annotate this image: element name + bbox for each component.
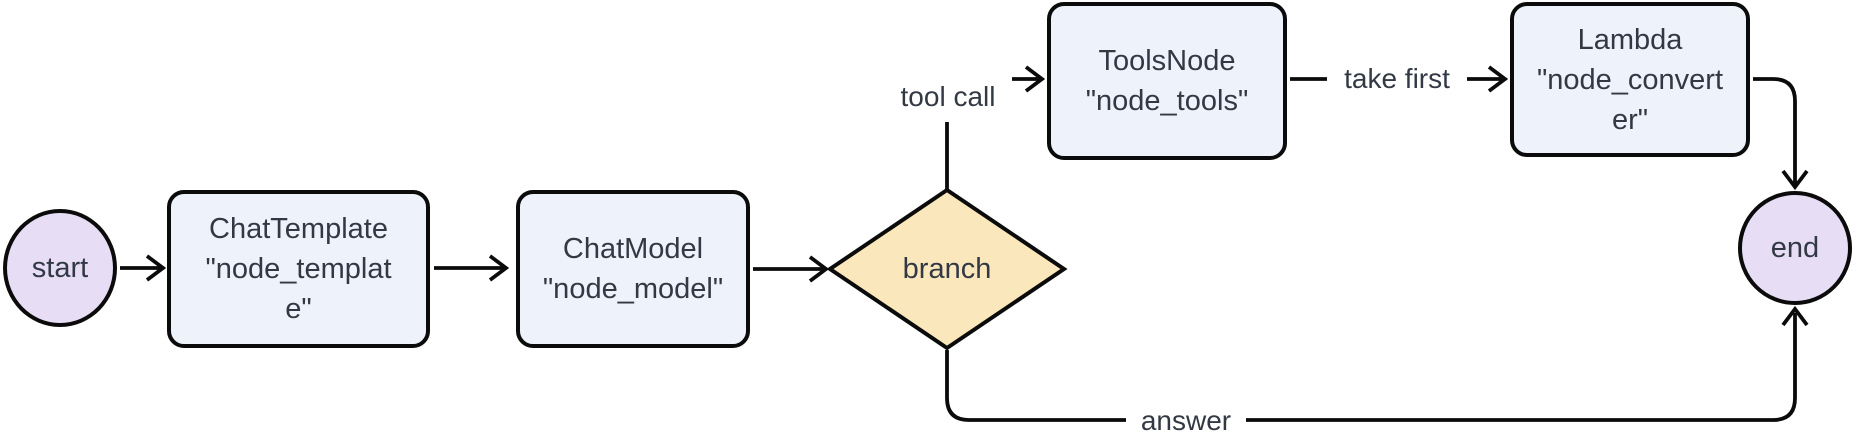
edge-label-tool-call: tool call [884,72,1012,122]
node-chat-template: ChatTemplate "node_templat e" [167,190,430,348]
node-chat-model-line2: "node_model" [542,273,724,305]
node-start: start [3,209,117,327]
node-lambda-line2: "node_convert [1536,63,1724,96]
node-tools-node-line2: "node_tools" [1085,85,1249,117]
edge-start-to-chat-template [120,254,167,282]
edge-label-take-first: take first [1327,56,1467,102]
node-chat-template-line1: ChatTemplate [209,213,388,245]
node-branch-label: branch [902,252,992,285]
node-lambda-line3: er" [1611,103,1649,136]
node-chat-model-line1: ChatModel [562,233,704,265]
edge-lambda-to-end [1753,77,1809,191]
node-chat-template-line3: e" [285,293,312,325]
edge-chat-template-to-chat-model [434,254,510,282]
edge-chat-model-to-branch [753,255,830,283]
node-end-label: end [1770,232,1820,264]
edge-branch-to-end [945,305,1809,422]
node-chat-template-line2: "node_templat [205,253,392,285]
node-end: end [1738,191,1852,305]
node-tools-node-line1: ToolsNode [1098,45,1236,77]
node-lambda: Lambda "node_convert er" [1510,2,1750,157]
node-lambda-line1: Lambda [1577,23,1683,56]
node-tools-node: ToolsNode "node_tools" [1047,2,1287,160]
node-start-label: start [31,252,89,284]
node-branch-shape [826,187,1068,351]
edge-label-answer: answer [1126,398,1246,440]
node-chat-model: ChatModel "node_model" [516,190,750,348]
